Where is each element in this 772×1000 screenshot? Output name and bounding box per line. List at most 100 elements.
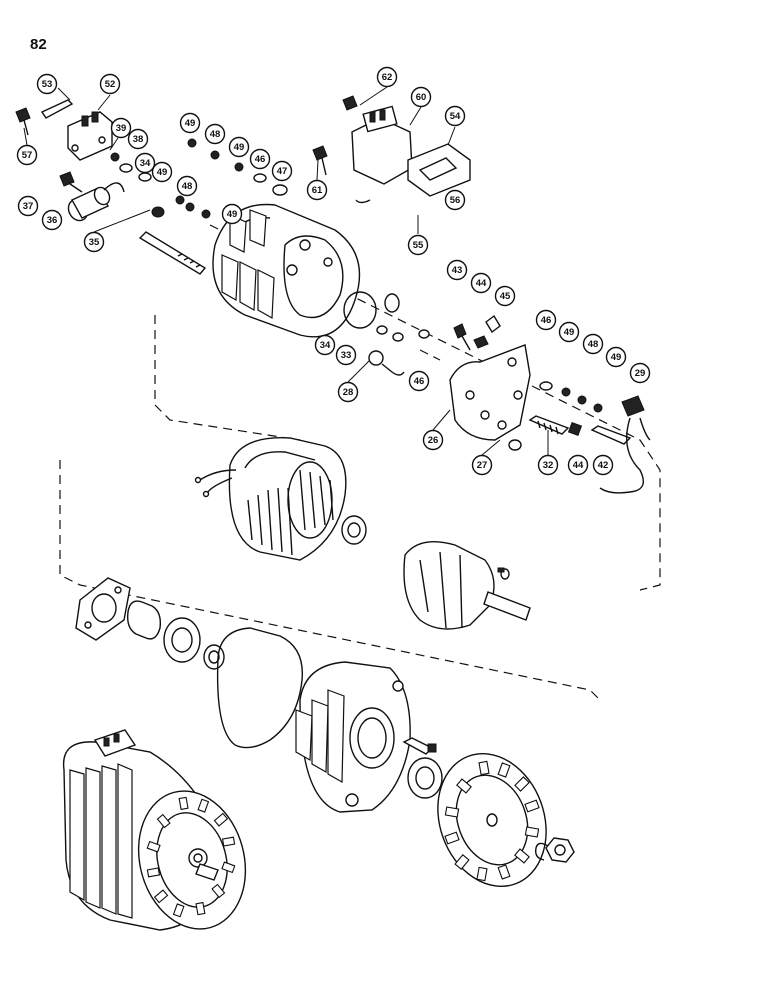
callout-circle: [151, 161, 173, 183]
callout-46: 46: [535, 309, 557, 331]
callout-circle: [306, 179, 328, 201]
callout-circle: [271, 160, 293, 182]
callout-circle: [408, 370, 430, 392]
callout-label: 49: [564, 327, 575, 338]
callout-49: 49: [151, 161, 173, 183]
drive-end-screw: [402, 737, 437, 755]
callout-label: 49: [611, 352, 622, 363]
callout-label: 49: [234, 142, 245, 153]
callout-label: 33: [341, 350, 352, 361]
rectifier-bridge: [449, 314, 531, 451]
callout-circle: [605, 346, 627, 368]
callout-label: 29: [635, 368, 646, 379]
callout-label: 38: [133, 134, 144, 145]
callout-label: 44: [573, 460, 584, 471]
callout-label: 54: [450, 111, 461, 122]
callout-circle: [337, 381, 359, 403]
front-bearing-set: [126, 600, 225, 670]
brush-holder-assembly: [312, 95, 471, 204]
callout-circle: [444, 189, 466, 211]
callout-circle: [16, 144, 38, 166]
callout-label: 27: [477, 460, 488, 471]
callout-circle: [535, 309, 557, 331]
callout-46: 46: [249, 148, 271, 170]
callout-44: 44: [567, 454, 589, 476]
callout-54: 54: [444, 105, 466, 127]
callout-label: 48: [182, 181, 193, 192]
callout-42: 42: [592, 454, 614, 476]
callout-circle: [204, 123, 226, 145]
callout-circle: [410, 86, 432, 108]
page-number: 82: [30, 36, 47, 53]
callout-36: 36: [41, 209, 63, 231]
callout-label: 55: [413, 240, 424, 251]
callout-53: 53: [36, 73, 58, 95]
callout-label: 43: [452, 265, 463, 276]
callout-circle: [99, 73, 121, 95]
callout-circle: [83, 231, 105, 253]
callout-label: 47: [277, 166, 288, 177]
rotor: [403, 541, 531, 630]
callout-circle: [176, 175, 198, 197]
callout-47: 47: [271, 160, 293, 182]
drive-end-frame: [295, 661, 411, 813]
callout-49: 49: [228, 136, 250, 158]
callout-label: 45: [500, 291, 511, 302]
callout-circle: [470, 272, 492, 294]
callout-label: 49: [157, 167, 168, 178]
callout-32: 32: [537, 454, 559, 476]
callout-circle: [376, 66, 398, 88]
callout-circle: [127, 128, 149, 150]
oil-seal: [407, 757, 443, 799]
callout-label: 36: [47, 215, 58, 226]
callout-label: 28: [343, 387, 354, 398]
callout-29: 29: [629, 362, 651, 384]
callout-label: 39: [116, 123, 127, 134]
fan: [437, 752, 547, 888]
callout-34: 34: [134, 152, 156, 174]
callout-label: 52: [105, 79, 116, 90]
callout-label: 49: [185, 118, 196, 129]
callout-28: 28: [337, 381, 359, 403]
callout-label: 46: [541, 315, 552, 326]
callout-52: 52: [99, 73, 121, 95]
callout-61: 61: [306, 179, 328, 201]
callout-circle: [582, 333, 604, 355]
bearing-rear: [341, 515, 367, 545]
callout-circle: [494, 285, 516, 307]
callout-43: 43: [446, 259, 468, 281]
callout-circle: [179, 112, 201, 134]
callout-circle: [537, 454, 559, 476]
callout-label: 48: [588, 339, 599, 350]
callout-label: 49: [227, 209, 238, 220]
callout-27: 27: [471, 454, 493, 476]
callout-circle: [221, 203, 243, 225]
callout-48: 48: [582, 333, 604, 355]
callout-circle: [422, 429, 444, 451]
callout-48: 48: [204, 123, 226, 145]
callout-circle: [134, 152, 156, 174]
callout-circle: [335, 344, 357, 366]
callout-label: 35: [89, 237, 100, 248]
capacitor: [67, 182, 125, 222]
callout-circle: [41, 209, 63, 231]
callout-49: 49: [221, 203, 243, 225]
callout-44: 44: [470, 272, 492, 294]
callout-circle: [228, 136, 250, 158]
callout-46: 46: [408, 370, 430, 392]
callout-circle: [36, 73, 58, 95]
callout-48: 48: [176, 175, 198, 197]
stator: [194, 437, 347, 561]
callout-57: 57: [16, 144, 38, 166]
callout-49: 49: [179, 112, 201, 134]
callout-label: 48: [210, 129, 221, 140]
rectifier-hardware: [528, 381, 651, 494]
through-bolt: [138, 231, 207, 275]
regulator-assembly: [40, 99, 113, 161]
callout-label: 60: [416, 92, 427, 103]
terminal-stud: [368, 350, 405, 376]
callout-label: 53: [42, 79, 53, 90]
callout-60: 60: [410, 86, 432, 108]
